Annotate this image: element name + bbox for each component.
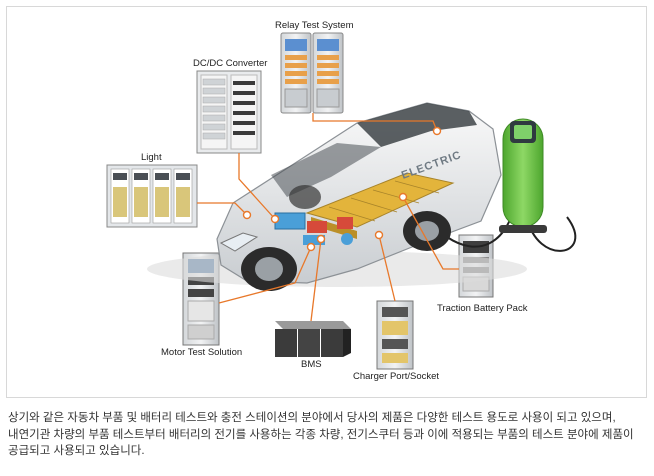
- diagram-figure: ELECTRIC Relay Test System DC/DC Convert…: [6, 6, 647, 398]
- label-relay-test-system: Relay Test System: [275, 20, 354, 31]
- leader-lines: [197, 113, 459, 322]
- diagram-canvas: ELECTRIC: [106, 32, 577, 370]
- label-bms: BMS: [301, 359, 322, 370]
- label-traction-battery-pack: Traction Battery Pack: [437, 303, 528, 314]
- label-charger-port-socket: Charger Port/Socket: [353, 371, 440, 382]
- leader-endpoints: [242, 126, 442, 252]
- bms-module-icon: [275, 321, 351, 357]
- caption-line: 내연기관 차량의 부품 테스트부터 배터리의 전기를 사용하는 각종 차량, 전…: [8, 428, 634, 441]
- light-test-rack-icon: [106, 164, 198, 228]
- charger-port-rack-icon: [376, 300, 414, 370]
- relay-test-system-icon: [280, 32, 344, 114]
- label-dcdc-converter: DC/DC Converter: [193, 58, 268, 69]
- caption-line: 상기와 같은 자동차 부품 및 배터리 테스트와 충전 스테이션의 분야에서 당…: [8, 412, 616, 424]
- charging-station-icon: [446, 118, 577, 252]
- electric-car-illustration: [147, 102, 527, 291]
- caption-text: 상기와 같은 자동차 부품 및 배터리 테스트와 충전 스테이션의 분야에서 당…: [8, 410, 648, 460]
- caption-line: 공급되고 사용되고 있습니다.: [8, 445, 145, 457]
- label-light: Light: [141, 152, 162, 163]
- dcdc-converter-icon: [196, 70, 262, 154]
- label-motor-test-solution: Motor Test Solution: [161, 347, 243, 358]
